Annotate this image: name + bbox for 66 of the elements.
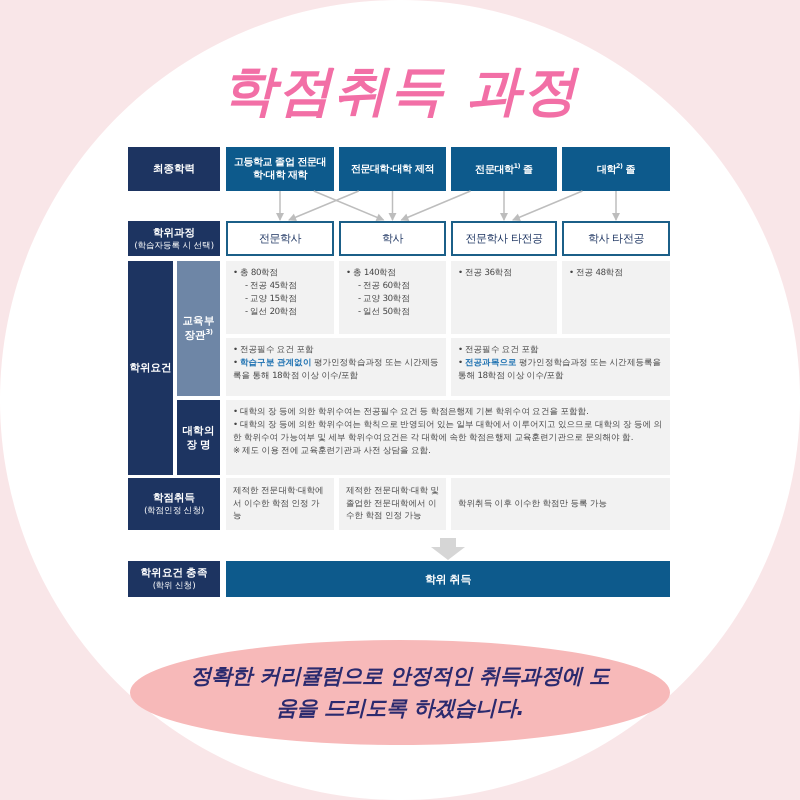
label-text: 전문학사	[258, 231, 302, 246]
cell-text: • 대학의 장 등에 의한 학위수여는 학칙으로 반영되어 있는 일부 대학에서 이루어지고 있으므로 대학의 장 등에 의한 학위수여 가능여부 및 세부 학위수여요건은 각 대학에 속한 학점은행제 교육훈련기관으로 문의해야 함.	[233, 418, 663, 445]
cell-text: • 전공 48학점	[569, 267, 623, 280]
degree-box	[451, 221, 557, 256]
arrow	[612, 191, 620, 221]
label-text: (학점인정 신청)	[144, 505, 204, 517]
cell-text: 제적한 전문대학·대학 및 졸업한 전문대학에서 이수한 학점 인정 가능	[346, 484, 439, 524]
cell-text: - 전공 60학점	[357, 280, 410, 293]
label-text: 전문학사 타전공	[465, 231, 543, 246]
degree-box	[339, 221, 446, 256]
arrow	[313, 190, 384, 221]
cell-text: • 전공필수 요건 포함	[233, 344, 314, 357]
label-text: (학위 신청)	[152, 580, 196, 592]
sub-header	[177, 261, 220, 396]
cell-text: - 일선 50학점	[357, 306, 410, 319]
education-box	[562, 147, 670, 191]
label-text: 전문대학$^{1)}$ 졸	[475, 162, 533, 176]
label-text: (학습자등록 시 선택)	[134, 240, 214, 252]
row-header	[128, 561, 220, 597]
cell-text: • 대학의 장 등에 의한 학위수여는 전공필수 요건 등 학점은행제 기본 학위수여 요건을 포함함.	[233, 406, 589, 419]
label-text: 대학의 장 명	[182, 424, 216, 452]
row-header	[128, 147, 220, 191]
label-text: 학위 취득	[425, 572, 471, 586]
cell-text: - 교양 30학점	[357, 292, 410, 306]
cell-text: 제적한 전문대학·대학에서 이수한 학점 인정 가능	[233, 484, 325, 524]
label-text: 교육부 장관$^{3)}$	[182, 314, 216, 343]
education-box	[451, 147, 557, 191]
label-text: 정확한 커리큘럼으로 안정적인 취득과정에 도움을 드리도록 하겠습니다.	[190, 663, 610, 722]
label-text: 학점취득	[152, 491, 196, 505]
label-text: 학사 타전공	[588, 231, 644, 246]
label-text: 전문대학·대학 제적	[350, 162, 434, 176]
arrow	[512, 190, 583, 221]
label-text: 대학$^{2)}$ 졸	[596, 162, 636, 176]
cell-text: 학위취득 이후 이수한 학점만 등록 가능	[458, 498, 608, 510]
degree-box	[226, 221, 334, 256]
row-header	[128, 261, 173, 475]
education-box	[339, 147, 446, 191]
arrow	[288, 190, 360, 221]
arrow	[400, 190, 471, 221]
label-text: 고등학교 졸업 전문대학·대학 재학	[232, 156, 328, 182]
cell-text: • 총 80학점	[233, 267, 278, 280]
label-text: 학위요건	[129, 361, 172, 375]
label-text: 학위과정	[152, 226, 196, 240]
block-arrow	[431, 538, 465, 560]
cell-text: • 학습구분 관계없이 평가인정학습과정 또는 시간제등록을 통해 18학점 이상 이수/포함	[233, 356, 439, 383]
arrow	[500, 191, 508, 221]
cell-text: • 전공 36학점	[458, 267, 512, 280]
label-text: 학사	[382, 231, 404, 246]
row-header	[128, 221, 220, 256]
result-bar	[226, 561, 670, 597]
sub-header	[177, 400, 220, 475]
arrow	[388, 191, 396, 221]
cell-text: • 총 140학점	[346, 267, 396, 280]
cell-text: ※ 제도 이용 전에 교육훈련기관과 사전 상담을 요함.	[233, 444, 430, 458]
education-box	[226, 147, 334, 191]
label-text: 최종학력	[152, 162, 196, 176]
arrow	[276, 191, 284, 221]
cell-text: - 일선 20학점	[244, 306, 297, 319]
cell-text: • 전공과목으로 평가인정학습과정 또는 시간제등록을 통해 18학점 이상 이수/포함	[458, 356, 662, 383]
degree-box	[562, 221, 670, 256]
row-header	[128, 478, 220, 530]
label-text: 학위요건 충족	[140, 566, 208, 580]
cell-text: - 교양 15학점	[244, 292, 297, 306]
title: 학점취득 과정	[220, 58, 580, 124]
cell-text: • 전공필수 요건 포함	[458, 344, 538, 357]
cell-text: - 전공 45학점	[244, 280, 297, 293]
